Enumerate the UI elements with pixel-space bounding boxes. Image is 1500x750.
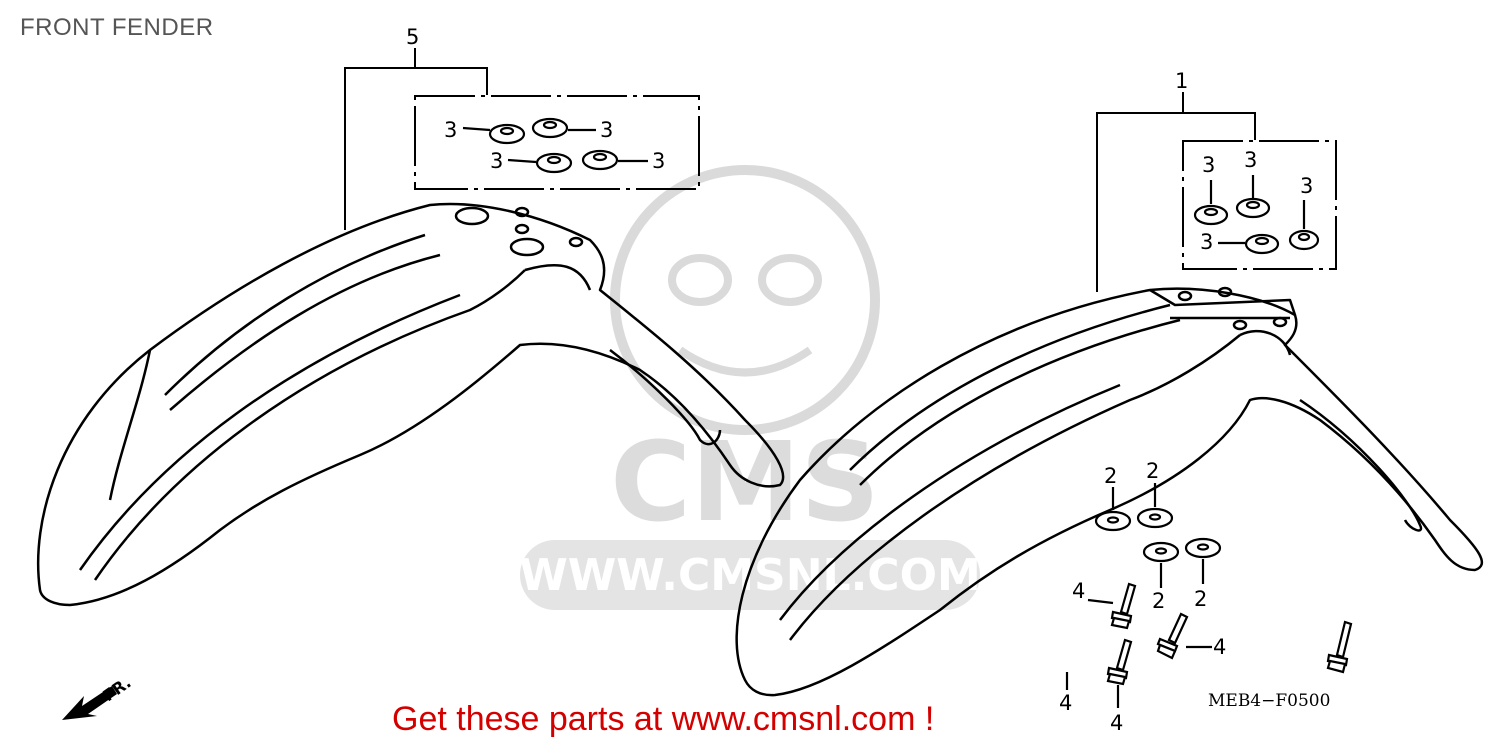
right-fender-rib [849,303,1171,471]
right-grommet-group [1193,175,1320,255]
callout-2: 2 [1152,589,1165,613]
callout-3: 3 [652,149,665,173]
watermark-mascot-eye [758,254,822,306]
washer [1142,541,1180,563]
grommet [1235,197,1271,219]
grommet [531,117,569,139]
bolt-group [1065,582,1353,708]
watermark-url: WWW.CMSNL.COM [519,550,981,601]
left-fender-rib [169,253,441,411]
left-fender-arch [524,263,592,291]
right-fender-top-plate [1149,288,1297,316]
promo-link-text[interactable]: Get these parts at www.cmsnl.com ! [392,700,935,738]
callout-3: 3 [490,149,503,173]
grommet [488,123,526,145]
left-fender [36,202,785,607]
left-fender-rib [78,293,461,571]
left-fender-grommet-hole [454,206,490,226]
callout-4: 4 [1072,579,1085,603]
right-fender-arch [1239,329,1292,356]
callout-3: 3 [1244,148,1257,172]
right-fender-mount-hole [1272,316,1288,328]
left-fender-mount-hole [568,236,584,248]
left-fender-rib [93,269,526,581]
right-fender [735,286,1484,697]
right-fender-rib [779,383,1121,621]
washer [1094,510,1132,532]
left-fender-mount-hole [514,223,530,235]
washer [1136,507,1174,529]
callout-4: 4 [1213,635,1226,659]
left-fender-mount-hole [514,206,530,218]
watermark-mascot-mouth [677,346,813,377]
callout-2: 2 [1146,459,1159,483]
callout-2: 2 [1194,587,1207,611]
left-set-bracket [344,48,700,230]
grommet [1193,204,1229,226]
flange-bolt [1106,638,1133,686]
grommet [535,152,573,174]
right-fender-outline [735,287,1484,697]
left-fender-edge [108,349,152,501]
right-fender-mount-hole [1217,286,1233,298]
callout-5: 5 [406,25,419,49]
grommet [581,149,619,171]
watermark-mascot-eye [668,254,732,306]
callout-4: 4 [1110,711,1123,735]
left-fender-grommet-hole [509,237,545,257]
right-fender-inner [1299,398,1423,532]
left-fender-inner [609,349,722,446]
callout-2: 2 [1104,464,1117,488]
right-set-bracket [1096,92,1337,292]
callout-3: 3 [1300,174,1313,198]
watermark-brand: CMS [610,418,879,546]
left-grommet-group [462,117,648,174]
diagram-code: MEB4−F0500 [1208,691,1331,711]
callout-3: 3 [600,118,613,142]
grommet [1244,233,1280,255]
washer-group [1094,483,1222,588]
left-fender-rib [164,233,426,396]
cms-watermark: CMS WWW.CMSNL.COM [519,165,981,610]
left-fender-outline [36,202,785,607]
right-fender-rib [859,318,1181,486]
flange-bolt [1326,620,1353,674]
flange-bolt [1156,612,1189,660]
right-fender-rib [789,334,1241,641]
flange-bolt [1110,582,1137,630]
grommet [1288,229,1320,251]
watermark-banner [520,540,980,610]
washer [1184,537,1222,559]
front-direction-arrow: FR. [62,673,135,720]
callout-4: 4 [1059,691,1072,715]
right-fender-mount-hole [1177,290,1193,302]
right-fender-mount-hole [1232,319,1248,331]
watermark-mascot-head [610,165,880,435]
callout-3: 3 [1202,153,1215,177]
callout-3: 3 [444,118,457,142]
page-title: FRONT FENDER [20,14,214,41]
callout-1: 1 [1175,69,1188,93]
callout-3: 3 [1200,230,1213,254]
